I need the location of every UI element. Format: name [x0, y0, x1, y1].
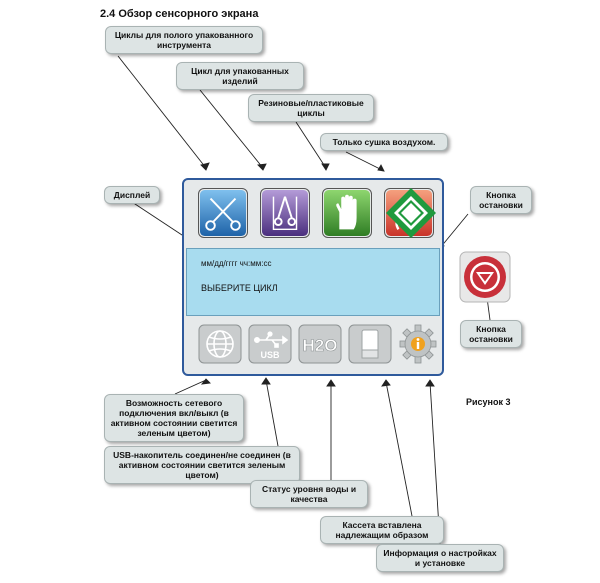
usb-label: USB: [260, 350, 280, 360]
callout-wrapped-cycles: Цикл для упакованных изделий: [176, 62, 304, 90]
callout-stop-button: Кнопка остановки: [460, 320, 522, 348]
water-status-button[interactable]: H2O: [298, 324, 342, 364]
callout-info: Информация о настройках и установке: [376, 544, 504, 572]
stop-button[interactable]: [459, 251, 511, 303]
status-display: мм/дд/гггг чч:мм:сс ВЫБЕРИТЕ ЦИКЛ: [186, 248, 440, 316]
hollow-cycle-button[interactable]: [198, 188, 248, 238]
network-toggle-button[interactable]: [198, 324, 242, 364]
callout-water: Статус уровня воды и качества: [250, 480, 368, 508]
wrapped-cycle-button[interactable]: [260, 188, 310, 238]
info-settings-button[interactable]: [396, 324, 440, 364]
start-diamond-icon: [386, 188, 436, 238]
callout-start-button: Кнопка остановки: [470, 186, 532, 214]
start-button[interactable]: [382, 184, 440, 242]
figure-label: Рисунок 3: [466, 397, 511, 407]
select-cycle-prompt: ВЫБЕРИТЕ ЦИКЛ: [201, 283, 278, 293]
callout-display: Дисплей: [104, 186, 160, 204]
callout-air-dry: Только сушка воздухом.: [320, 133, 448, 151]
glove-icon: [323, 189, 371, 237]
stop-icon: [459, 251, 511, 303]
cassette-status-button[interactable]: [348, 324, 392, 364]
water-h2o-icon: H2O: [298, 324, 342, 364]
usb-status-button[interactable]: USB: [248, 324, 292, 364]
rubber-cycle-button[interactable]: [322, 188, 372, 238]
cassette-icon: [348, 324, 392, 364]
section-heading: 2.4 Обзор сенсорного экрана: [100, 8, 259, 20]
network-globe-icon: [198, 324, 242, 364]
touch-screen: мм/дд/гггг чч:мм:сс ВЫБЕРИТЕ ЦИКЛ USB H2…: [182, 178, 444, 376]
info-gear-icon: [399, 324, 437, 364]
callout-rubber-cycles: Резиновые/пластиковые циклы: [248, 94, 374, 122]
callout-network: Возможность сетевого подключения вкл/вык…: [104, 394, 244, 442]
scissors-icon: [199, 189, 247, 237]
wrapped-scissors-icon: [261, 189, 309, 237]
water-label: H2O: [303, 336, 338, 355]
callout-hollow-cycles: Циклы для полого упакованного инструмент…: [105, 26, 263, 54]
usb-icon: USB: [248, 324, 292, 364]
callout-usb: USB-накопитель соединен/не соединен (в а…: [104, 446, 300, 484]
date-time-readout: мм/дд/гггг чч:мм:сс: [201, 259, 272, 268]
callout-cassette: Кассета вставлена надлежащим образом: [320, 516, 444, 544]
